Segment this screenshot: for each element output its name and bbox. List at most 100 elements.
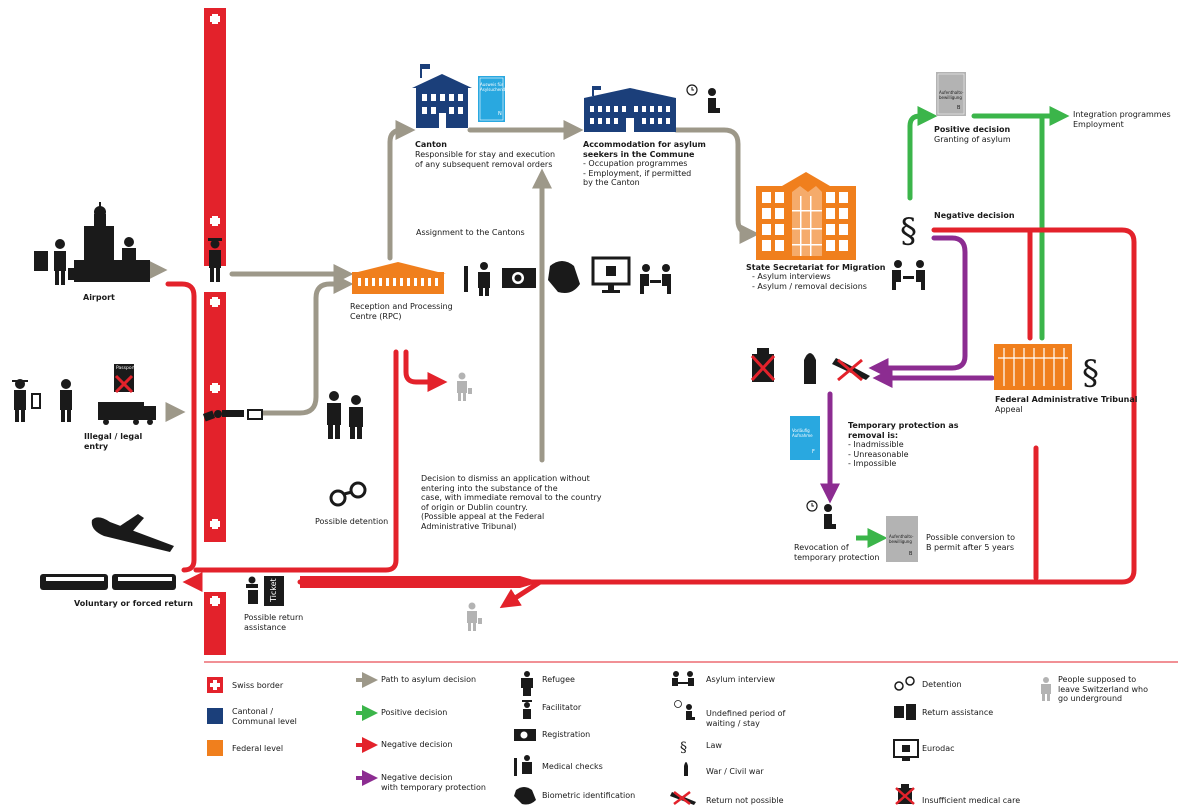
handcuffs-icon bbox=[329, 481, 367, 507]
legend-cantonal: Cantonal / Communal level bbox=[232, 707, 297, 726]
legend-swiss-border: Swiss border bbox=[232, 681, 284, 690]
legend-interview: Asylum interview bbox=[706, 675, 776, 684]
legend-cantonal-swatch bbox=[207, 708, 223, 724]
temporary-protection-paths bbox=[820, 235, 995, 504]
legend-facilitator-icon bbox=[522, 700, 532, 719]
ticket-icon: Ticket bbox=[246, 576, 284, 606]
negative-decision-paths bbox=[165, 227, 1137, 609]
permit-n-text: Ausweis für Asylsuchende bbox=[480, 82, 508, 92]
legend-eurodac-icon bbox=[893, 739, 919, 761]
assignment-label: Assignment to the Cantons bbox=[416, 228, 525, 237]
fat-title: Federal Administrative Tribunal bbox=[995, 395, 1138, 404]
legend-return-assistance: Return assistance bbox=[922, 708, 994, 717]
legend-refugee-icon bbox=[521, 671, 533, 696]
legend-return-not-possible-icon bbox=[670, 791, 696, 805]
police-escort-icon bbox=[327, 391, 363, 439]
fingerprint-icon bbox=[548, 261, 580, 293]
sem-desc: - Asylum interviews - Asylum / removal d… bbox=[752, 272, 867, 291]
legend-eurodac: Eurodac bbox=[922, 744, 955, 753]
permit-f-letter: F bbox=[812, 449, 815, 455]
dismiss-label: Decision to dismiss an application witho… bbox=[421, 474, 602, 531]
legend-temporary: Negative decision with temporary protect… bbox=[381, 773, 486, 792]
canton-desc: Responsible for stay and execution of an… bbox=[415, 150, 556, 169]
sem-interview-icon bbox=[892, 260, 925, 290]
passport-crossed-icon bbox=[114, 374, 134, 394]
law-paragraph-icon: § bbox=[900, 211, 917, 251]
legend-law: Law bbox=[706, 741, 722, 750]
legend-medical: Medical checks bbox=[542, 762, 603, 771]
permit-b-letter-2: B bbox=[909, 551, 913, 557]
legend-fingerprint-icon bbox=[514, 787, 536, 805]
legend-federal-swatch bbox=[207, 740, 223, 756]
fat-building-icon bbox=[994, 344, 1072, 390]
train-icon bbox=[40, 574, 176, 590]
temporary-protection-desc: - Inadmissible - Unreasonable - Impossib… bbox=[848, 440, 909, 468]
sem-building-icon bbox=[756, 172, 856, 260]
grey-person-icon-2 bbox=[467, 602, 482, 631]
eurodac-screen-icon bbox=[591, 256, 631, 293]
rpc-building-icon bbox=[350, 262, 446, 294]
permit-b-text: Aufenthalts- bewilligung bbox=[939, 90, 964, 100]
permit-n-icon bbox=[478, 76, 505, 122]
permit-b-letter: B bbox=[957, 105, 961, 111]
legend-medical-icon bbox=[514, 755, 532, 776]
accommodation-building-icon bbox=[584, 86, 676, 132]
permit-b-text-2: Aufenthalts- bewilligung bbox=[889, 534, 914, 544]
legend-registration: Registration bbox=[542, 730, 591, 739]
voluntary-return-label: Voluntary or forced return bbox=[74, 599, 193, 608]
revocation-label: Revocation of temporary protection bbox=[794, 543, 880, 562]
permit-f-icon bbox=[790, 416, 820, 460]
path-to-asylum-decision bbox=[147, 120, 760, 463]
legend-law-icon: § bbox=[680, 740, 687, 756]
negative-decision-title: Negative decision bbox=[934, 211, 1015, 220]
return-assistance-person-icon bbox=[246, 576, 258, 604]
passport-text: Passport bbox=[116, 366, 136, 371]
law-paragraph-icon-2: § bbox=[1082, 353, 1099, 393]
border-guard-icon bbox=[208, 238, 222, 282]
grey-person-icon bbox=[457, 372, 472, 401]
legend-refugee: Refugee bbox=[542, 675, 575, 684]
waiting-clock-icon-2 bbox=[806, 500, 836, 529]
medical-check-icon bbox=[464, 262, 490, 296]
permit-b-icon-2 bbox=[886, 516, 918, 562]
legend-underground: People supposed to leave Switzerland who… bbox=[1058, 675, 1148, 703]
positive-decision-title: Positive decision bbox=[934, 125, 1011, 134]
accommodation-desc: - Occupation programmes - Employment, if… bbox=[583, 159, 692, 187]
legend-waiting: Undefined period of waiting / stay bbox=[706, 709, 786, 728]
legend-underground-icon bbox=[1041, 677, 1051, 701]
detention-label: Possible detention bbox=[315, 517, 389, 526]
illegal-entry-icon bbox=[12, 364, 156, 425]
plane-icon bbox=[91, 514, 174, 552]
positive-decision-paths bbox=[907, 106, 1070, 341]
legend-negative: Negative decision bbox=[381, 740, 453, 749]
legend-war: War / Civil war bbox=[706, 767, 764, 776]
legend-detention: Detention bbox=[922, 680, 962, 689]
fat-desc: Appeal bbox=[995, 405, 1023, 414]
legend-federal: Federal level bbox=[232, 744, 284, 753]
legend-insufficient-care: Insufficient medical care bbox=[922, 796, 1021, 805]
legend-waiting-icon bbox=[674, 700, 695, 720]
airport-label: Airport bbox=[83, 293, 115, 302]
asylum-interview-icon bbox=[640, 264, 671, 294]
swiss-border bbox=[204, 8, 226, 655]
permit-b-icon bbox=[936, 72, 966, 116]
illegal-entry-label: Illegal / legal entry bbox=[84, 432, 143, 451]
legend-facilitator: Facilitator bbox=[542, 703, 582, 712]
camera-icon bbox=[502, 268, 536, 288]
legend-camera-icon bbox=[514, 729, 536, 741]
sem-title: State Secretariat for Migration bbox=[746, 263, 886, 272]
lying-person-icon bbox=[202, 409, 263, 422]
crossed-medicine-icon bbox=[750, 348, 776, 382]
legend-swatches: § bbox=[207, 671, 1051, 805]
crossed-plane-icon bbox=[832, 358, 870, 382]
rpc-label: Reception and Processing Centre (RPC) bbox=[350, 302, 453, 321]
legend-war-icon bbox=[684, 762, 688, 776]
positive-decision-desc: Granting of asylum bbox=[934, 135, 1011, 144]
legend-positive: Positive decision bbox=[381, 708, 448, 717]
legend-return-assistance-icon bbox=[894, 704, 916, 720]
legend-insufficient-care-icon bbox=[895, 784, 915, 805]
legend-detention-icon bbox=[894, 676, 915, 691]
airport-icon bbox=[34, 202, 150, 285]
integration-label: Integration programmes Employment bbox=[1073, 110, 1171, 129]
